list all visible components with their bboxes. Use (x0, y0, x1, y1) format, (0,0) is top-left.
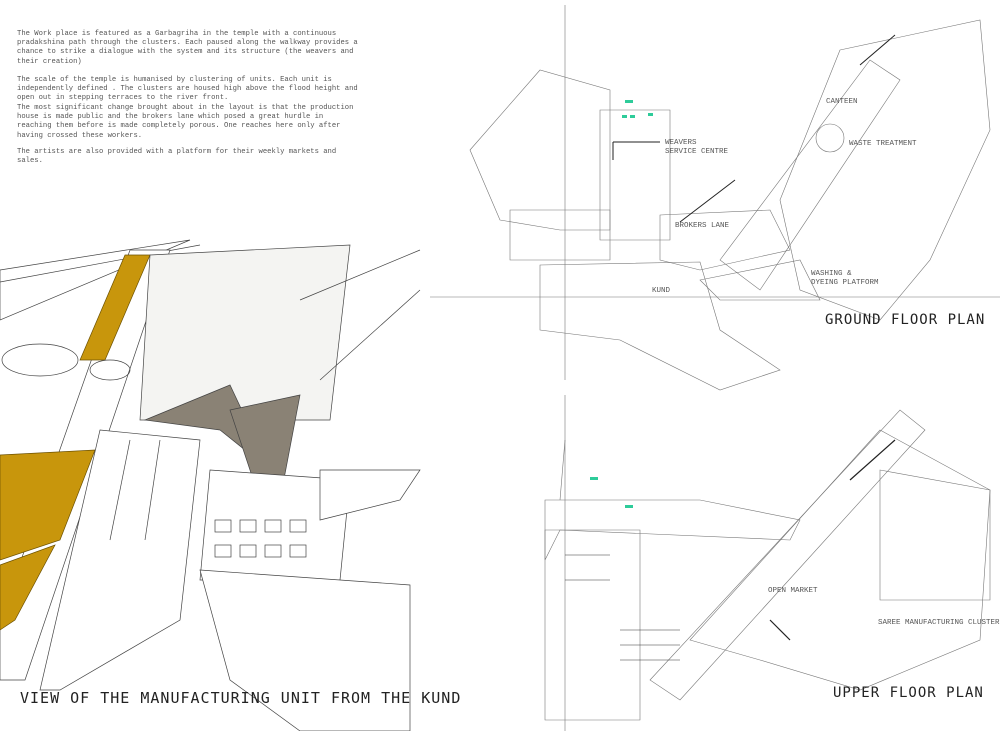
manufacturing-unit-3d-view (0, 239, 421, 731)
label-waste-treatment: WASTE TREATMENT (849, 140, 917, 148)
upper-floor-labels: OPEN MARKET SAREE MANUFACTURING CLUSTER (768, 587, 1000, 627)
description-paragraph-3: The most significant change brought abou… (17, 104, 354, 140)
label-open-market: OPEN MARKET (768, 587, 818, 595)
label-service-centre: SERVICE CENTRE (665, 148, 729, 156)
label-kund: KUND (652, 287, 671, 295)
label-canteen: CANTEEN (826, 98, 858, 106)
upper-floor-plan-title: UPPER FLOOR PLAN (833, 685, 984, 701)
description-paragraph-2: The scale of the temple is humanised by … (17, 76, 358, 103)
description-paragraph-1: The Work place is featured as a Garbagri… (17, 30, 358, 66)
ground-floor-plan (430, 5, 1000, 391)
view-title: VIEW OF THE MANUFACTURING UNIT FROM THE … (20, 689, 462, 707)
ground-floor-plan-title: GROUND FLOOR PLAN (825, 312, 986, 328)
upper-floor-plan (544, 395, 991, 731)
ground-floor-labels: WEAVERS SERVICE CENTRE CANTEEN WASTE TRE… (652, 98, 917, 295)
label-weavers: WEAVERS (665, 139, 697, 147)
label-dyeing-platform: DYEING PLATFORM (811, 279, 879, 287)
description-paragraph-4: The artists are also provided with a pla… (17, 148, 337, 166)
label-brokers-lane: BROKERS LANE (675, 222, 730, 230)
label-saree-cluster: SAREE MANUFACTURING CLUSTER (878, 619, 1000, 627)
label-washing: WASHING & (811, 270, 852, 278)
